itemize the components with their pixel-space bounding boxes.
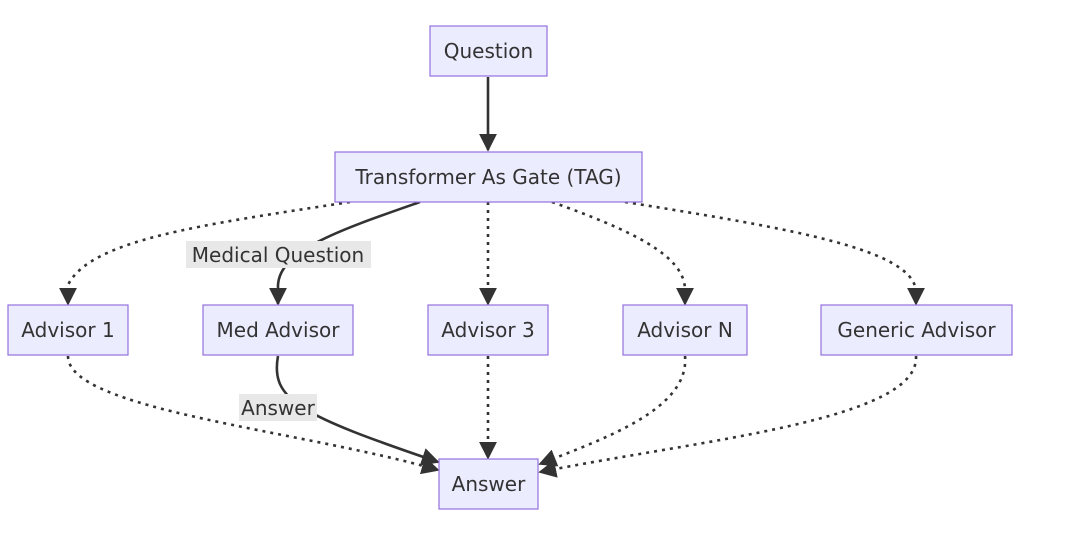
node-advisor-1: Advisor 1 <box>7 304 129 356</box>
edge-advisor1-to-answer <box>66 355 440 475</box>
node-tag-label: Transformer As Gate (TAG) <box>354 165 621 189</box>
node-med-advisor: Med Advisor <box>202 304 354 356</box>
node-med-advisor-label: Med Advisor <box>217 318 341 342</box>
node-question: Question <box>429 25 548 77</box>
node-question-label: Question <box>444 39 533 63</box>
edge-generic-advisor-to-answer <box>538 355 918 478</box>
edge-label-answer-text: Answer <box>241 396 315 420</box>
node-generic-advisor-label: Generic Advisor <box>837 318 996 342</box>
node-answer: Answer <box>438 458 539 510</box>
edges <box>59 77 925 478</box>
node-advisor-3: Advisor 3 <box>427 304 549 356</box>
edge-advisorN-to-answer <box>538 355 687 467</box>
edge-label-answer: Answer <box>239 394 317 421</box>
node-advisor-n-label: Advisor N <box>637 318 733 342</box>
node-tag: Transformer As Gate (TAG) <box>334 151 643 203</box>
edge-tag-to-generic-advisor <box>624 200 925 306</box>
node-generic-advisor: Generic Advisor <box>820 304 1013 356</box>
edge-tag-to-advisorN <box>551 200 694 306</box>
node-advisor-n: Advisor N <box>622 304 748 356</box>
edge-label-medical-question: Medical Question <box>186 241 371 268</box>
node-advisor-3-label: Advisor 3 <box>441 318 534 342</box>
node-advisor-1-label: Advisor 1 <box>21 318 114 342</box>
edge-label-medical-question-text: Medical Question <box>192 243 364 267</box>
node-answer-label: Answer <box>452 472 526 496</box>
